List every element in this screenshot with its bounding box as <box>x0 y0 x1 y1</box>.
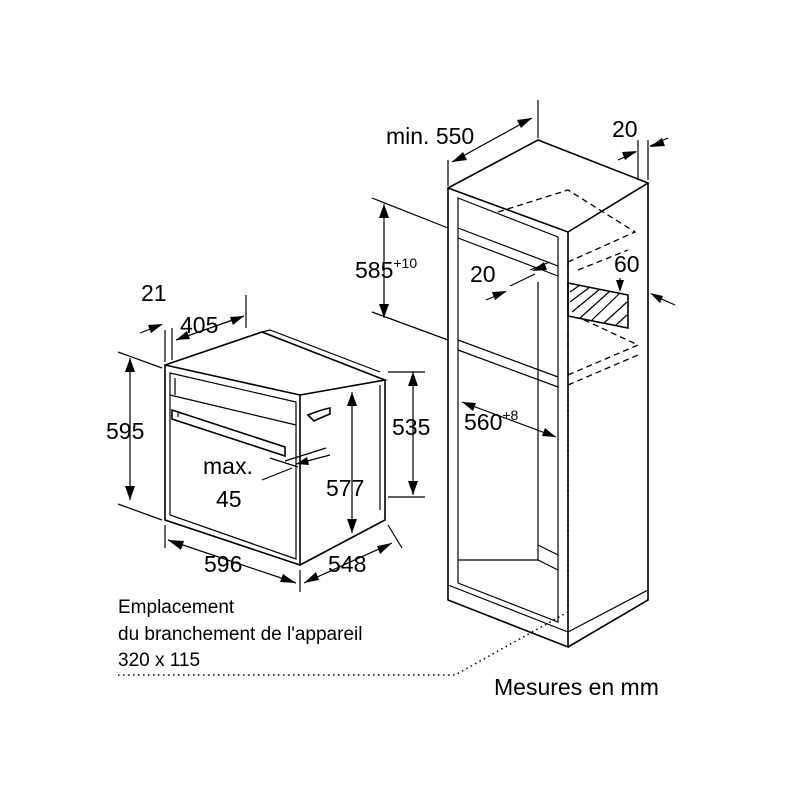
oven-door-offset-value: 45 <box>216 486 242 512</box>
cabinet-vent-height-label: 60 <box>614 251 640 277</box>
oven-depth-front-label: 21 <box>141 280 167 306</box>
oven-height-label: 595 <box>106 418 144 444</box>
connection-note: Emplacement du branchement de l'appareil… <box>118 597 569 676</box>
oven-inner-height-label: 577 <box>326 475 364 501</box>
cabinet-back-gap-label: 20 <box>612 116 638 142</box>
oven-width-label: 596 <box>204 551 242 577</box>
oven-door-offset-label: max. <box>203 453 253 479</box>
connection-note-line2: du branchement de l'appareil <box>118 624 362 645</box>
vent-hatching <box>569 284 628 326</box>
oven-depth-body-label: 405 <box>180 312 218 338</box>
cabinet-drawing <box>447 139 650 649</box>
cabinet-min-depth-label: min. 550 <box>386 123 474 149</box>
oven-drawing <box>164 329 388 567</box>
cabinet-niche-width-label: 560+8 <box>464 407 519 435</box>
oven-dimension-lines <box>117 295 425 592</box>
units-label: Mesures en mm <box>494 674 659 700</box>
cabinet-niche-height-label: 585+10 <box>355 255 417 283</box>
connection-note-line1: Emplacement <box>118 597 235 618</box>
cabinet-dimension-lines <box>371 100 676 438</box>
oven-depth-label: 548 <box>328 551 366 577</box>
cabinet-vent-depth-label: 20 <box>470 261 496 287</box>
connection-note-line3: 320 x 115 <box>118 650 200 671</box>
oven-back-height-label: 535 <box>392 414 430 440</box>
